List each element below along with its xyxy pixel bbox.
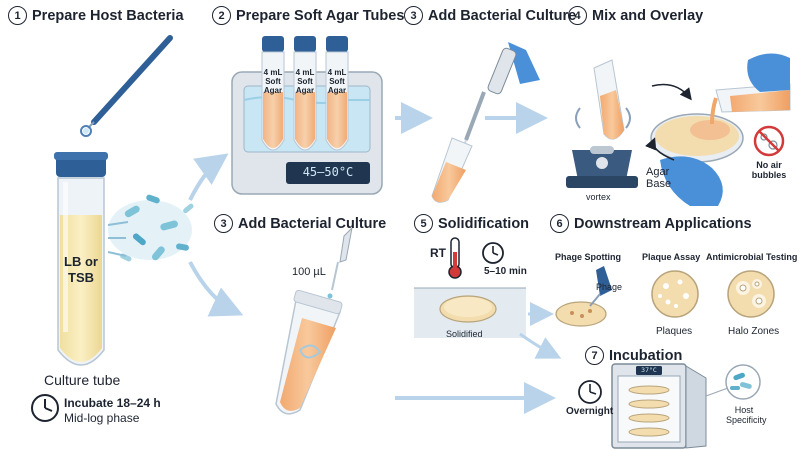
- halo-zones-label: Halo Zones: [728, 326, 780, 337]
- step-7-title: 7 Incubation: [585, 346, 682, 365]
- soft-agar-tube-label: 4 mL Soft Agar: [261, 68, 285, 95]
- step-title-text: Solidification: [438, 215, 530, 232]
- step-title-text: Add Bacterial Culture: [238, 215, 387, 232]
- step-number: 3: [214, 214, 233, 233]
- plaque-assay-plate-icon: [651, 270, 699, 318]
- tube-label-line2: Soft: [329, 77, 345, 86]
- step-title-text: Mix and Overlay: [592, 7, 704, 24]
- tube-label-line2: Soft: [265, 77, 281, 86]
- bacteria-cluster-icon: [107, 194, 194, 262]
- step-1-title: 1 Prepare Host Bacteria: [8, 6, 184, 25]
- plaque-assay-label: Plaque Assay: [642, 252, 701, 262]
- solidified-plate-icon: [439, 295, 497, 323]
- step-number: 1: [8, 6, 27, 25]
- room-temperature-label: RT: [430, 246, 446, 260]
- host-specificity-icon: [705, 364, 761, 400]
- tube-label-line3: Agar: [327, 86, 347, 95]
- swirl-arrow: [645, 137, 675, 161]
- agar-base-line2: Base: [646, 178, 672, 190]
- culture-falcon-tube-icon: [275, 289, 343, 415]
- no-bubbles-icon: [753, 125, 785, 157]
- arrow-5-to-7: [519, 332, 562, 359]
- tube-medium-line2: TSB: [68, 270, 94, 285]
- step-number: 2: [212, 6, 231, 25]
- phage-spotting-label: Phage Spotting: [555, 252, 621, 262]
- inoculation-loop-icon: [80, 35, 173, 137]
- tube-label-line3: Agar: [295, 86, 315, 95]
- tube-label-line2: Soft: [297, 77, 313, 86]
- step-number: 3: [404, 6, 423, 25]
- solidified-label: Solidified: [446, 329, 483, 339]
- host-line2: Specificity: [726, 415, 767, 425]
- step-2-title: 2 Prepare Soft Agar Tubes: [212, 6, 404, 25]
- thermometer-icon: [448, 237, 462, 279]
- soft-agar-tube-label: 4 mL Soft Agar: [325, 68, 349, 95]
- soft-agar-tube-label: 4 mL Soft Agar: [293, 68, 317, 95]
- tube-medium-label: LB or TSB: [58, 254, 104, 286]
- arrow-to-add-culture: [188, 261, 244, 317]
- step-title-text: Prepare Soft Agar Tubes: [236, 7, 405, 24]
- step-5-title: 5 Solidification: [414, 214, 529, 233]
- step-number: 5: [414, 214, 433, 233]
- solidification-time: 5–10 min: [484, 266, 527, 277]
- antimicrobial-testing-label: Antimicrobial Testing: [706, 252, 798, 262]
- step-4-title: 4 Mix and Overlay: [568, 6, 703, 25]
- tube-label-line3: Agar: [263, 86, 283, 95]
- incubator-icon: [611, 363, 707, 449]
- step-6-title: 6 Downstream Applications: [550, 214, 752, 233]
- step-number: 7: [585, 346, 604, 365]
- falcon-tube-icon: [431, 137, 473, 203]
- clock-icon: [31, 394, 59, 422]
- phage-label: Phage: [596, 282, 623, 292]
- clock-icon-overnight: [578, 380, 602, 404]
- agar-base-label: Agar Base: [646, 166, 671, 190]
- step-number: 6: [550, 214, 569, 233]
- holding-hand-icon: [660, 156, 723, 206]
- step-title-text: Downstream Applications: [574, 215, 752, 232]
- agar-base-line1: Agar: [646, 166, 670, 178]
- pipette-icon: [461, 42, 540, 153]
- tube-label-line1: 4 mL: [295, 68, 315, 77]
- culture-tube-caption: Culture tube: [44, 372, 121, 388]
- step-number: 4: [568, 6, 587, 25]
- step-3-title: 3 Add Bacterial Culture: [404, 6, 576, 25]
- pipette-tip-icon: [327, 226, 353, 299]
- no-bubbles-line2: bubbles: [751, 170, 787, 180]
- pour-arrow: [651, 83, 692, 101]
- step-title-text: Incubation: [609, 347, 683, 364]
- pouring-hand-icon: [710, 53, 791, 125]
- volume-label: 100 µL: [292, 266, 326, 278]
- growth-phase: Mid-log phase: [64, 411, 140, 425]
- incubate-duration: Incubate 18–24 h: [64, 396, 161, 410]
- tube-label-line1: 4 mL: [327, 68, 347, 77]
- no-air-bubbles-label: No air bubbles: [748, 160, 790, 180]
- plaques-label: Plaques: [656, 326, 693, 337]
- step-title-text: Add Bacterial Culture: [428, 7, 577, 24]
- timer-icon: [482, 242, 504, 264]
- tube-medium-line1: LB or: [64, 254, 98, 269]
- arrow-to-soft-agar: [188, 153, 229, 201]
- bath-temperature-display: 45–50°C: [302, 165, 354, 179]
- petri-dish-icon: [650, 113, 744, 163]
- tube-label-line1: 4 mL: [263, 68, 283, 77]
- vortex-label: vortex: [586, 192, 611, 202]
- step-title-text: Prepare Host Bacteria: [32, 7, 184, 24]
- no-bubbles-line1: No air: [756, 160, 782, 170]
- host-line1: Host: [734, 405, 754, 415]
- incubator-display: 37°C: [641, 366, 657, 374]
- vortex-mixer-icon: [566, 59, 638, 188]
- soft-agar-tubes-icon: [261, 36, 349, 151]
- overnight-label: Overnight: [566, 406, 614, 417]
- step-3b-title: 3 Add Bacterial Culture: [214, 214, 386, 233]
- host-specificity-label: Host Specificity: [726, 405, 767, 425]
- phage-spotting-plate-icon: [555, 266, 612, 327]
- halo-zone-plate-icon: [727, 270, 775, 318]
- culture-tube-icon: [54, 152, 108, 366]
